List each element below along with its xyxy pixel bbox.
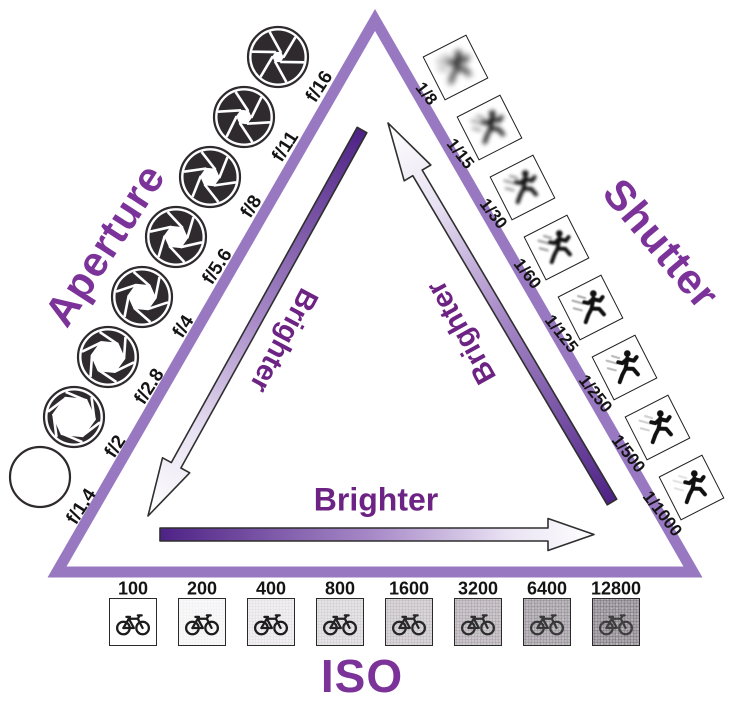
bicycle-icon: [316, 598, 364, 646]
bicycle-icon: [523, 598, 571, 646]
exposure-triangle-outline: [47, 8, 703, 578]
runner-icon: [523, 214, 590, 281]
iso-item: [523, 598, 571, 646]
aperture-iris-icon: [144, 205, 208, 274]
brighter-arrow-aperture: [147, 126, 368, 517]
bicycle-icon: [454, 598, 502, 646]
shutter-item: [489, 154, 556, 221]
shutter-item: [557, 274, 624, 341]
iso-item: [592, 598, 640, 646]
shutter-item: [624, 394, 691, 461]
iso-item: [247, 598, 295, 646]
runner-icon: [624, 394, 691, 461]
runner-icon: [422, 34, 489, 101]
shutter-item: [591, 334, 657, 401]
brighter-label-iso: Brighter: [313, 481, 439, 518]
iso-item: [454, 598, 502, 646]
aperture-item: [144, 205, 208, 274]
scale-value-label: 100: [117, 578, 149, 599]
aperture-iris-icon: [42, 385, 106, 454]
aperture-iris-icon: [246, 25, 310, 94]
bicycle-icon: [247, 598, 295, 646]
scale-value-label: 3200: [457, 578, 499, 599]
runner-icon: [456, 94, 523, 161]
aperture-item: [42, 385, 106, 454]
aperture-iris-icon: [110, 265, 174, 334]
aperture-item: [8, 445, 72, 514]
iso-item: [109, 598, 157, 646]
bicycle-icon: [592, 598, 640, 646]
bicycle-icon: [109, 598, 157, 646]
runner-icon: [489, 154, 556, 221]
iso-axis-title: ISO: [320, 650, 404, 702]
aperture-iris-icon: [76, 325, 140, 394]
scale-value-label: 800: [324, 578, 356, 599]
aperture-iris-icon: [8, 445, 72, 514]
shutter-item: [422, 34, 489, 101]
brighter-arrow-iso: [159, 517, 595, 552]
scale-value-label: 1600: [388, 578, 430, 599]
runner-icon: [557, 274, 624, 341]
brighter-arrow-shutter: [387, 122, 618, 506]
aperture-item: [178, 145, 242, 214]
scale-value-label: 6400: [526, 578, 568, 599]
runner-icon: [658, 454, 725, 521]
shutter-item: [658, 454, 725, 521]
scale-value-label: 200: [186, 578, 218, 599]
aperture-iris-icon: [212, 85, 276, 154]
bicycle-icon: [385, 598, 433, 646]
iso-item: [316, 598, 364, 646]
iso-item: [385, 598, 433, 646]
scale-value-label: 12800: [590, 578, 642, 599]
aperture-item: [212, 85, 276, 154]
iso-item: [178, 598, 226, 646]
runner-icon: [591, 334, 657, 401]
aperture-item: [76, 325, 140, 394]
shutter-item: [456, 94, 523, 161]
scale-value-label: 400: [255, 578, 287, 599]
aperture-item: [246, 25, 310, 94]
aperture-item: [110, 265, 174, 334]
shutter-item: [523, 214, 590, 281]
bicycle-icon: [178, 598, 226, 646]
aperture-iris-icon: [178, 145, 242, 214]
